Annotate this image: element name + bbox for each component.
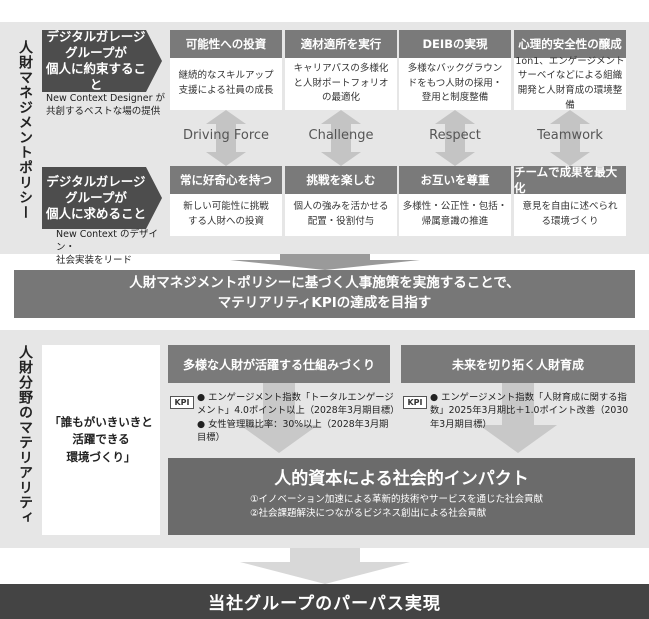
col-3-top-header: DEIBの実現 [399, 30, 511, 58]
col-2-top-desc: キャリアパスの多様化 と人財ポートフォリオ の最適化 [285, 58, 397, 110]
left-header: 多様な人財が活躍する仕組みづくり [168, 345, 390, 383]
col-1-keyword: Driving Force [182, 128, 270, 143]
col-3-bottom-header: お互いを尊重 [399, 166, 511, 194]
col-1-top-header: 可能性への投資 [170, 30, 282, 58]
footer-arrow [0, 548, 649, 584]
promise-label: デジタルガレージ グループが 個人に約束すること [45, 28, 146, 93]
col-4-bottom-desc: 意見を自由に述べられ る環境づくり [514, 194, 626, 236]
col-2-top-header: 適材適所を実行 [285, 30, 397, 58]
col-2-bottom-header: 挑戦を楽しむ [285, 166, 397, 194]
col-3-double-arrow [399, 110, 511, 166]
left-kpi-tag: KPI [170, 396, 194, 409]
col-4-keyword: Teamwork [537, 128, 603, 143]
impact-box: 人的資本による社会的インパクト ①イノベーション加速による革新的技術やサービスを… [168, 458, 635, 535]
policy-title: 人財マネジメントポリシー [17, 40, 33, 220]
promise-box: デジタルガレージ グループが 個人に約束すること [42, 28, 162, 93]
right-kpi-tag: KPI [403, 396, 427, 409]
col-3-bottom-desc: 多様性・公正性・包括・ 帰属意識の推進 [399, 194, 511, 236]
col-2-bottom-desc: 個人の強みを活かせる 配置・役割付与 [285, 194, 397, 236]
expect-box: デジタルガレージ グループが 個人に求めること [42, 167, 162, 229]
right-header: 未来を切り拓く人財育成 [401, 345, 635, 383]
left-kpi-1: ● エンゲージメント指数「トータルエンゲージメント」4.0ポイント以上（2028… [197, 392, 400, 417]
col-4-top-header: 心理的安全性の醸成 [514, 30, 626, 58]
col-1-double-arrow [170, 110, 282, 166]
col-1-bottom-header: 常に好奇心を持つ [170, 166, 282, 194]
impact-title: 人的資本による社会的インパクト [274, 469, 529, 489]
col-3-keyword: Respect [429, 128, 481, 143]
expect-note: New Context のデザイン・ 社会実装をリード [56, 229, 158, 266]
expect-label: デジタルガレージ グループが 個人に求めること [45, 173, 146, 222]
impact-item-2: ②社会課題解決につながるビジネス創出による社会貢献 [250, 508, 487, 519]
left-arrow [168, 383, 390, 458]
left-kpi-list: ● エンゲージメント指数「トータルエンゲージメント」4.0ポイント以上（2028… [197, 391, 400, 445]
left-kpi-2: ● 女性管理職比率：30%以上（2028年3月期目標） [197, 418, 389, 444]
col-1-top-desc: 継続的なスキルアップ 支援による社員の成長 [170, 58, 282, 110]
col-4-bottom-header: チームで成果を最大化 [514, 165, 626, 195]
purpose-footer: 当社グループのパーパス実現 [0, 584, 649, 619]
banner-arrow [0, 254, 649, 270]
impact-item-1: ①イノベーション加速による革新的技術やサービスを通じた社会貢献 [250, 494, 544, 505]
col-1-bottom-desc: 新しい可能性に挑戦 する人財への投資 [170, 194, 282, 236]
materiality-theme: 「誰もがいきいきと 活躍できる 環境づくり」 [42, 345, 160, 535]
right-arrow [401, 383, 635, 458]
col-2-keyword: Challenge [308, 128, 374, 143]
col-3-top-desc: 多様なバックグラウン ドをもつ人財の採用・ 登用と制度整備 [399, 58, 511, 110]
right-kpi-1: ● エンゲージメント指数「人財育成に関する指数」2025年3月期比＋1.0ポイン… [430, 392, 629, 430]
col-2-double-arrow [285, 110, 397, 166]
col-4-double-arrow [514, 110, 626, 166]
col-4-top-desc: 1on1、エンゲージメント サーベイなどによる組織 開発と人財育成の環境整備 [514, 55, 626, 111]
policy-banner: 人財マネジメントポリシーに基づく人事施策を実施することで、 マテリアリティKPI… [14, 270, 635, 318]
materiality-title: 人財分野のマテリアリティ [17, 345, 33, 525]
right-kpi-list: ● エンゲージメント指数「人財育成に関する指数」2025年3月期比＋1.0ポイン… [430, 391, 630, 431]
promise-note: New Context Designer が 共創するベストな場の提供 [46, 93, 166, 117]
